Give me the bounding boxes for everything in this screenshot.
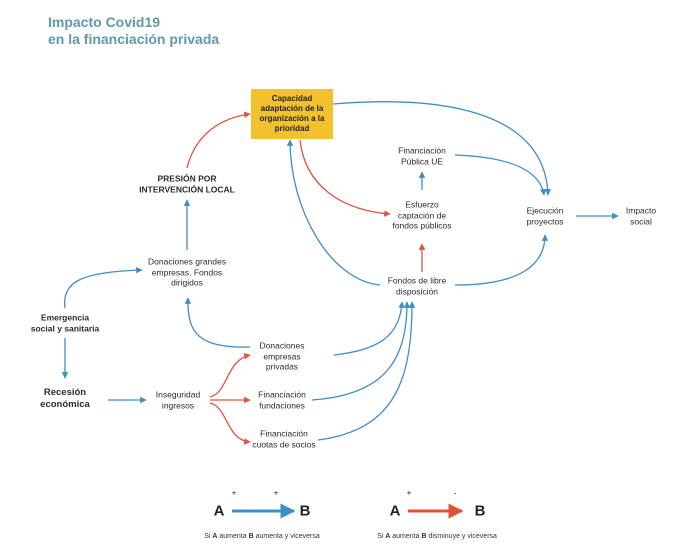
legend-positive-caption-post: aumenta y viceversa: [253, 533, 320, 540]
link-capacidad-esfuerzo: [299, 139, 391, 217]
legend-positive-from: A: [213, 502, 225, 520]
legend-negative-caption-post: disminuye y viceversa: [426, 533, 497, 540]
legend-negative-sign-to: -: [453, 488, 457, 498]
node-capacidad-box: Capacidad adaptación de la organización …: [251, 89, 333, 139]
legend-negative-caption: Si A aumenta B disminuye y viceversa: [377, 533, 497, 540]
node-recesion: Recesión económica: [40, 387, 90, 410]
node-financiacion-fundaciones: Financiación fundaciones: [258, 389, 306, 411]
legend-negative-to: B: [474, 502, 486, 520]
legend-negative-caption-mid: aumenta: [390, 533, 422, 540]
legend-negative-caption-b: B: [421, 533, 427, 540]
legend-negative-from: A: [389, 502, 401, 520]
link-donaciones-empresas-fondos: [333, 301, 405, 356]
legend-negative-sign-from: +: [406, 488, 412, 498]
node-inseguridad: Inseguridad ingresos: [155, 389, 201, 411]
legend-positive-sign-from: +: [231, 488, 237, 498]
node-donaciones-empresas: Donaciones empresas privadas: [259, 340, 305, 372]
legend-positive-caption-mid: aumenta: [217, 533, 249, 540]
node-esfuerzo: Esfuerzo captación de fondos públicos: [392, 199, 452, 231]
node-ejecucion: Ejecución proyectos: [526, 205, 564, 227]
link-inseguridad-donaciones-empresas: [209, 353, 251, 398]
legend-positive-caption-b: B: [248, 533, 254, 540]
link-fundaciones-fondos: [311, 301, 411, 401]
link-fondos-ejecucion: [454, 234, 549, 286]
legend-positive-caption-pre: Si: [204, 533, 213, 540]
node-capacidad: Capacidad adaptación de la organización …: [259, 94, 325, 133]
link-socios-fondos: [317, 301, 416, 441]
link-capacidad-ejecucion: [332, 101, 552, 196]
legend-positive-caption: Si A aumenta B aumenta y viceversa: [204, 533, 320, 540]
legend-positive-to: B: [299, 502, 311, 520]
legend-positive-sign-to: +: [273, 488, 279, 498]
node-donaciones-grandes: Donaciones grandes empresas. Fondos diri…: [148, 256, 226, 288]
link-fondos-capacidad: [286, 139, 381, 286]
node-financiacion-socios: Financiación cuotas de socios: [252, 428, 316, 450]
node-presion: PRESIÓN POR INTERVENCIÓN LOCAL: [139, 173, 235, 195]
link-donaciones-empresas-donaciones-grandes: [184, 297, 251, 348]
title-line-2: en la financiación privada: [48, 31, 220, 47]
diagram-title: Impacto Covid19 en la financiación priva…: [48, 14, 219, 48]
node-financiacion-ue: Financiación Pública UE: [398, 145, 446, 167]
node-emergencia: Emergencia social y sanitaria: [30, 312, 100, 334]
legend-negative-caption-pre: Si: [377, 533, 386, 540]
link-presion-capacidad: [186, 111, 251, 169]
legend-negative-caption-a: A: [385, 533, 391, 540]
node-fondos-libre: Fondos de libre disposición: [387, 275, 447, 297]
link-ue-ejecucion: [454, 154, 547, 196]
title-line-1: Impacto Covid19: [48, 14, 161, 30]
link-emergencia-donaciones-grandes: [64, 266, 143, 309]
node-impacto: Impacto social: [625, 205, 657, 227]
legend-positive-caption-a: A: [212, 533, 218, 540]
link-inseguridad-socios: [209, 402, 251, 445]
